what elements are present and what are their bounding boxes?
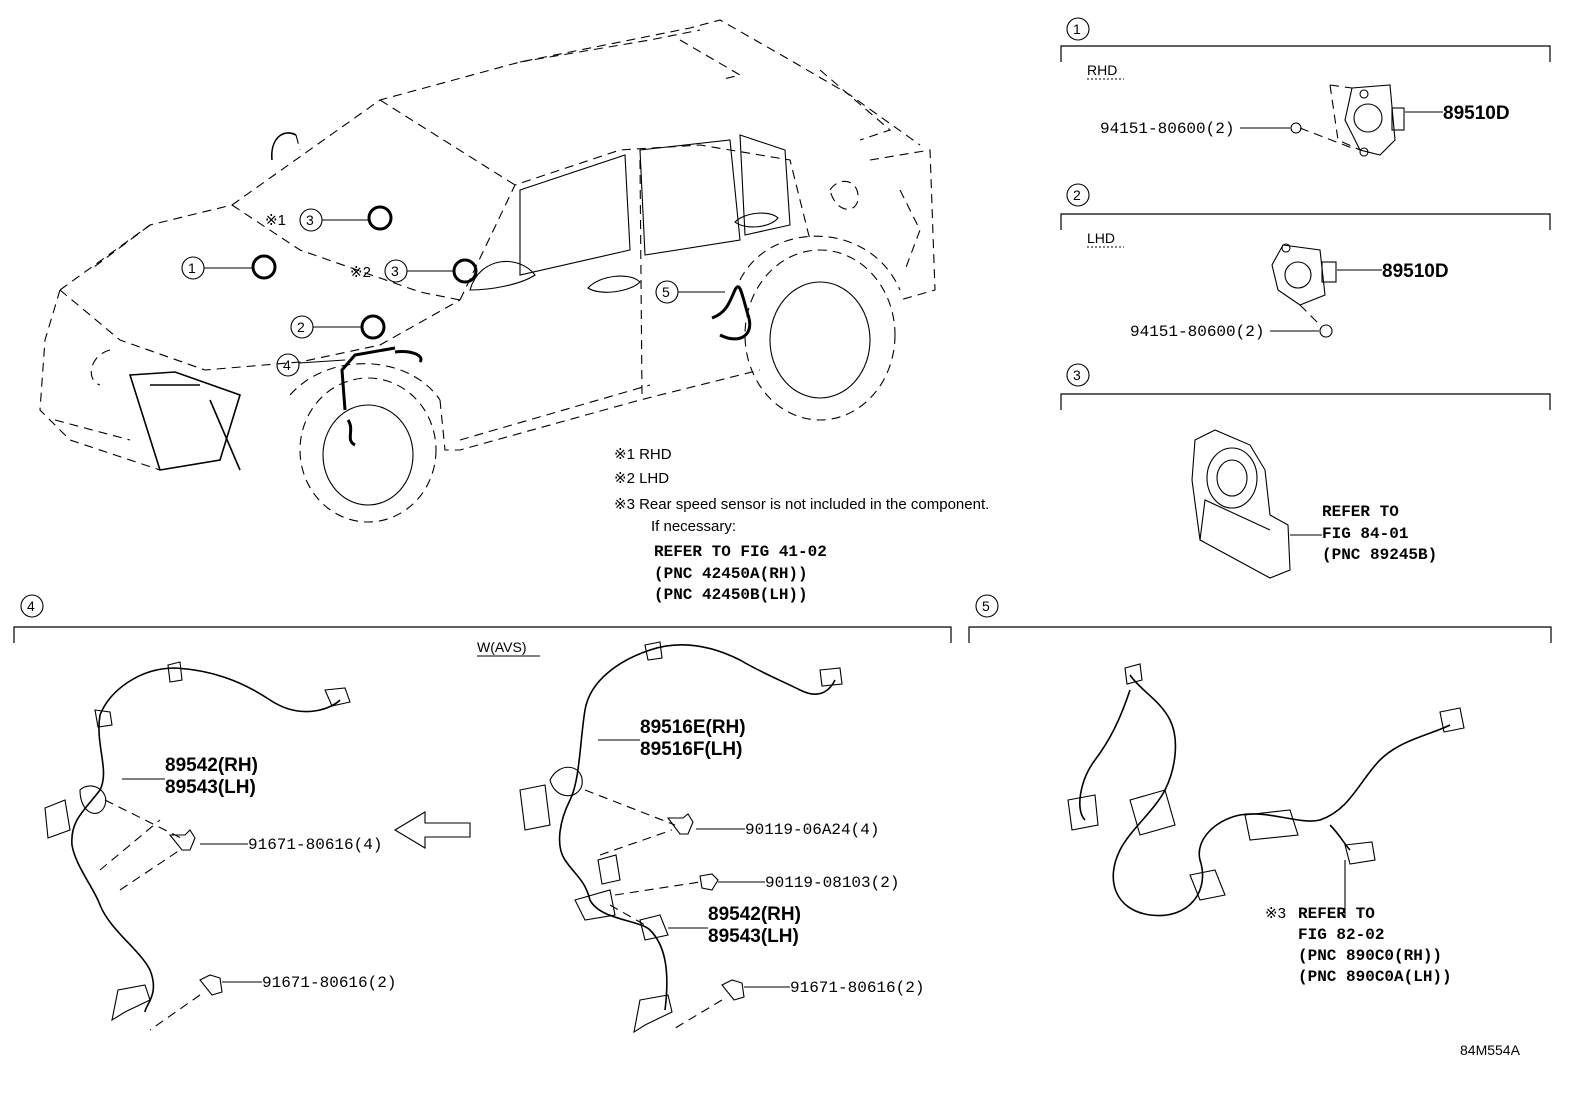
part-89510d-rhd: 89510D [1443, 103, 1510, 124]
bolt-91671-2-left: 91671-80616(2) [262, 974, 396, 992]
note-pnc-lh: (PNC 42450B(LH)) [654, 586, 808, 604]
wavs-label: W(AVS) [477, 639, 527, 655]
note-rear-sensor: ※3 Rear speed sensor is not included in … [614, 496, 989, 513]
left-arrow-icon [393, 811, 471, 849]
callout-1-panel: 1 [1073, 21, 1081, 37]
panel-5-pnc-rh: (PNC 890C0(RH)) [1298, 947, 1442, 965]
callout-4-panel: 4 [27, 598, 35, 614]
callout-3-car-rhd: 3 [306, 212, 314, 228]
note-pnc-rh: (PNC 42450A(RH)) [654, 565, 808, 583]
bolt-90119-06a24: 90119-06A24(4) [745, 821, 879, 839]
sensor-location-ring-2 [360, 314, 386, 340]
harness-89516e-rh: 89516E(RH) [640, 717, 746, 738]
drawing-code: 84M554A [1460, 1042, 1521, 1058]
callout-3-panel: 3 [1073, 367, 1081, 383]
sensor-location-ring-1 [251, 254, 277, 280]
part-89510d-lhd: 89510D [1382, 261, 1449, 282]
notes-block: ※1 RHD ※2 LHD ※3 Rear speed sensor is no… [614, 446, 989, 604]
panel-3-fig: FIG 84-01 [1322, 525, 1408, 543]
panel-3-refer: REFER TO [1322, 503, 1399, 521]
note-lhd: ※2 LHD [614, 470, 669, 487]
callout-1-car: 1 [188, 260, 196, 276]
bolt-91671-2-right: 91671-80616(2) [790, 979, 924, 997]
panel-1-label: RHD [1087, 62, 1117, 78]
sensor-location-ring-3-lhd [452, 258, 478, 284]
rhd-mark: ※1 [265, 212, 286, 229]
sensor-89542-rh-right: 89542(RH) [708, 904, 801, 925]
panel-3-pnc: (PNC 89245B) [1322, 546, 1437, 564]
harness-89516f-lh: 89516F(LH) [640, 739, 742, 760]
panel-5-rear-harness: 5 ※3 REFER TO FIG 82-02 (PNC 890C0(RH)) … [968, 594, 1552, 986]
vehicle-illustration [39, 19, 936, 523]
panel-4-front-harness: 4 W(AVS) 89542(RH) 89543(LH) 91671-80616… [13, 594, 952, 1034]
callout-3-car-lhd: 3 [391, 263, 399, 279]
panel-2-label: LHD [1087, 230, 1115, 246]
harness-89543-lh-left: 89543(LH) [165, 777, 256, 798]
panel-5-pnc-lh: (PNC 890C0A(LH)) [1298, 968, 1452, 986]
panel-2-lhd: 2 LHD 89510D 94151-80600(2) [1060, 183, 1551, 341]
screw-94151-lhd: 94151-80600(2) [1130, 323, 1264, 341]
panel-1-rhd: 1 RHD 89510D 94151-80600(2) [1060, 17, 1551, 157]
harness-89542-rh-left: 89542(RH) [165, 755, 258, 776]
sensor-location-ring-3-rhd [367, 205, 393, 231]
callout-5-panel: 5 [982, 598, 990, 614]
car-callouts: 1 ※1 3 ※2 3 2 4 5 [181, 208, 725, 377]
note-if-necessary: If necessary: [651, 518, 736, 535]
note-refer: REFER TO FIG 41-02 [654, 543, 827, 561]
callout-2-panel: 2 [1073, 187, 1081, 203]
bolt-90119-08103: 90119-08103(2) [765, 874, 899, 892]
lhd-mark: ※2 [350, 264, 371, 281]
callout-4-car: 4 [283, 357, 291, 373]
note-rhd: ※1 RHD [614, 446, 672, 463]
callout-2-car: 2 [297, 319, 305, 335]
bolt-91671-4-left: 91671-80616(4) [248, 836, 382, 854]
panel-5-fig: FIG 82-02 [1298, 926, 1384, 944]
panel-5-refer: REFER TO [1298, 905, 1375, 923]
panel-3-spiral: 3 REFER TO FIG 84-01 (PNC 89245B) [1060, 363, 1551, 579]
screw-94151-rhd: 94151-80600(2) [1100, 120, 1234, 138]
sensor-89543-lh-right: 89543(LH) [708, 926, 799, 947]
rear-sensor-mark: ※3 [1265, 905, 1286, 922]
callout-5-car: 5 [662, 284, 670, 300]
